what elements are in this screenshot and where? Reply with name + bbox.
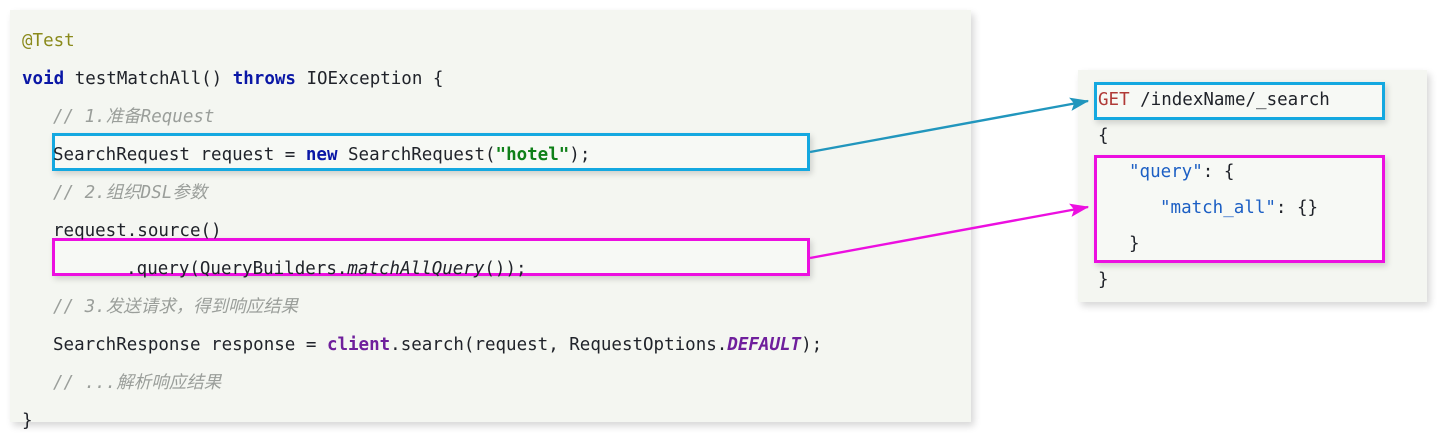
highlight-box-code-query[interactable] bbox=[52, 238, 810, 276]
highlight-box-dsl-get[interactable] bbox=[1094, 82, 1385, 120]
code-line-8: SearchResponse response = client.search(… bbox=[53, 335, 823, 355]
code-line-6: .query(QueryBuilders.matchAllQuery()); bbox=[84, 259, 527, 279]
dsl-line-1: { bbox=[1098, 126, 1109, 146]
code-line-2: // 1.准备Request bbox=[53, 107, 215, 127]
code-line-5: request.source() bbox=[53, 221, 222, 241]
dsl-line-2: "query": { bbox=[1129, 162, 1235, 182]
highlight-box-code-request[interactable] bbox=[52, 133, 810, 171]
dsl-line-5: } bbox=[1098, 270, 1109, 290]
code-line-1: void testMatchAll() throws IOException { bbox=[22, 69, 444, 89]
highlight-box-dsl-query[interactable] bbox=[1094, 155, 1385, 263]
code-line-7: // 3.发送请求，得到响应结果 bbox=[53, 297, 299, 317]
dsl-line-0: GET /indexName/_search bbox=[1098, 90, 1330, 110]
code-line-3: SearchRequest request = new SearchReques… bbox=[53, 145, 591, 165]
dsl-line-4: } bbox=[1129, 234, 1140, 254]
code-line-4: // 2.组织DSL参数 bbox=[53, 183, 208, 203]
dsl-line-3: "match_all": {} bbox=[1160, 198, 1319, 218]
code-line-9: // ...解析响应结果 bbox=[53, 373, 222, 393]
code-line-0: @Test bbox=[22, 31, 75, 51]
code-line-10: } bbox=[22, 411, 33, 431]
